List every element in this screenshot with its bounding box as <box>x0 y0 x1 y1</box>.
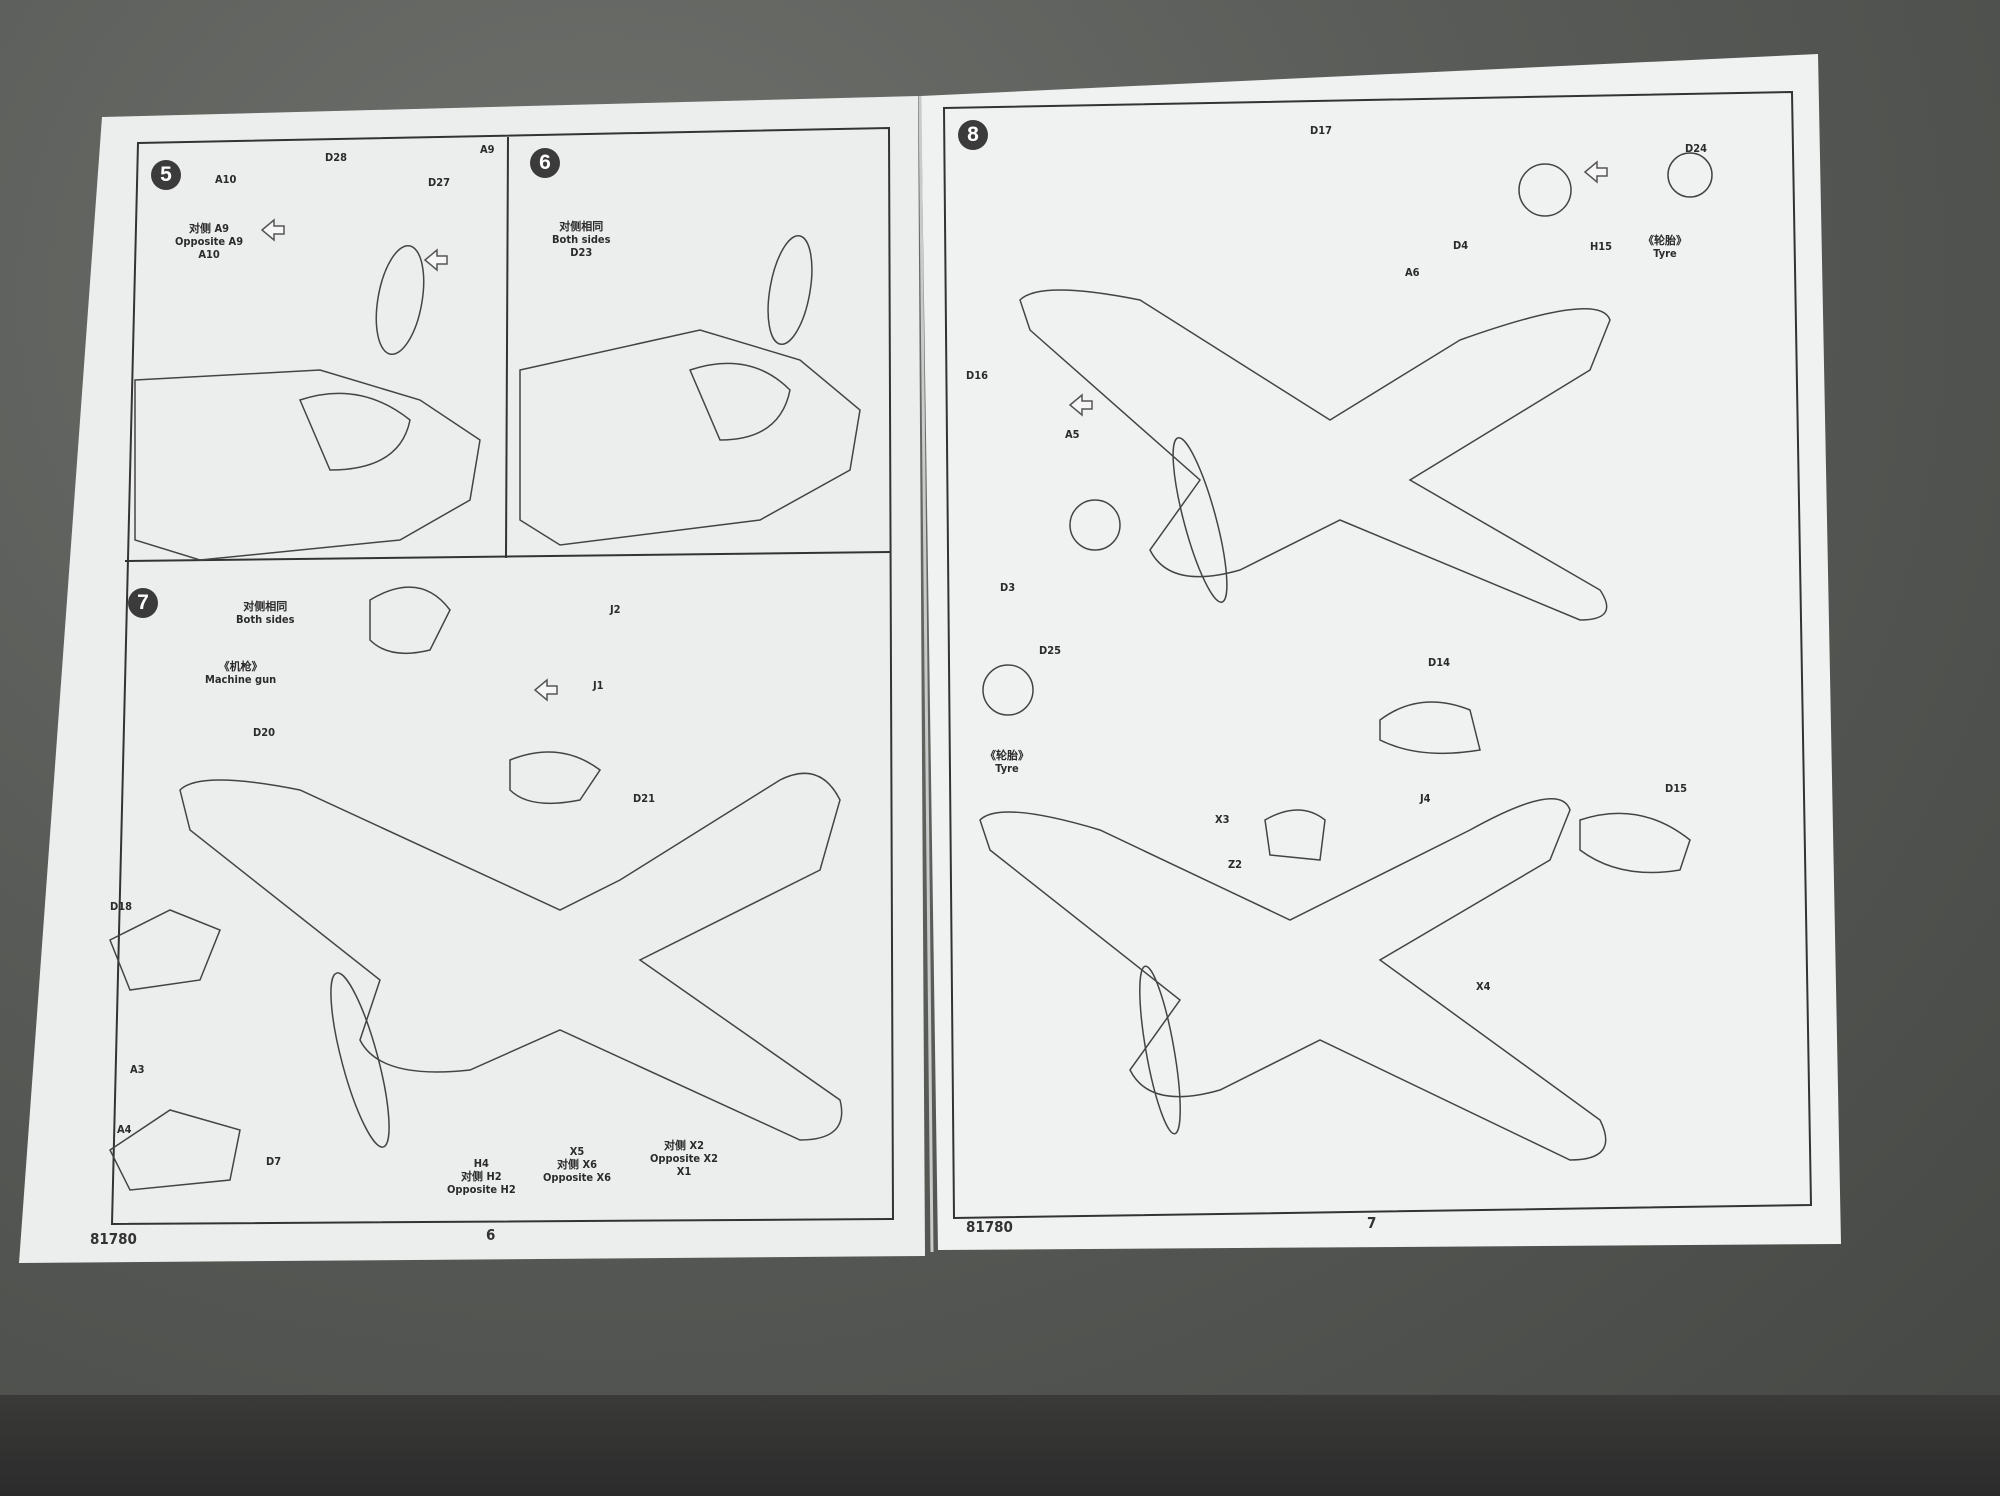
left-page <box>19 96 925 1263</box>
step5-propeller <box>375 244 425 356</box>
workbench-edge <box>0 1395 2000 1496</box>
part-label: D16 <box>966 369 988 382</box>
tailplane-d14 <box>1379 701 1481 755</box>
canopy-x3 <box>1264 809 1326 861</box>
machine-gun-label: 《机枪》Machine gun <box>205 660 277 686</box>
step7-d18-part <box>109 909 221 991</box>
step-6-badge: 6 <box>530 148 560 178</box>
step8-aircraft-lower <box>979 798 1607 1161</box>
right-page <box>921 54 1841 1250</box>
kit-number: 81780 <box>966 1218 1013 1236</box>
step7-aircraft <box>179 772 843 1141</box>
step8-propeller-upper <box>1172 437 1228 603</box>
step7-propeller <box>330 972 390 1148</box>
part-label: D21 <box>633 792 655 805</box>
tyre-label: 《轮胎》Tyre <box>985 749 1029 775</box>
part-label: Z2 <box>1228 858 1243 871</box>
main-wheel <box>1518 163 1572 217</box>
tailplane-d15 <box>1579 812 1691 874</box>
assembly-arrows <box>260 160 1608 702</box>
part-label: A9 <box>480 143 495 156</box>
part-label: H15 <box>1590 240 1613 253</box>
tyre-label: 《轮胎》Tyre <box>1643 234 1687 260</box>
page-number: 7 <box>1367 1214 1377 1232</box>
part-label: A10 <box>215 173 237 186</box>
part-label: D7 <box>266 1155 282 1168</box>
arrow-icon <box>260 218 285 242</box>
step8-aircraft-upper <box>1019 289 1611 621</box>
part-label: D4 <box>1453 239 1469 252</box>
step6-aircraft <box>519 329 861 546</box>
step7-radiator-part <box>509 751 602 805</box>
part-label: D20 <box>253 726 275 739</box>
step7-d7-part <box>109 1109 241 1191</box>
arrow-icon <box>1583 160 1608 184</box>
part-label: A4 <box>117 1123 132 1136</box>
arrow-icon <box>1068 393 1093 417</box>
arrow-icon <box>533 678 558 702</box>
page-number: 6 <box>486 1226 496 1244</box>
arrow-icon <box>423 248 448 272</box>
part-label: D18 <box>110 900 132 913</box>
main-wheel-assembled <box>1667 152 1713 198</box>
part-label: D28 <box>325 151 347 164</box>
main-wheel-left <box>1069 499 1121 551</box>
step5-aircraft <box>134 369 481 561</box>
spine <box>918 95 934 1253</box>
step7-cowling-part <box>369 586 451 655</box>
kit-number: 81780 <box>90 1230 137 1248</box>
part-label: D15 <box>1665 782 1687 795</box>
step-8-badge: 8 <box>958 120 988 150</box>
right-frame <box>942 90 1813 1220</box>
part-label: J2 <box>610 603 621 616</box>
part-label: D27 <box>428 176 450 189</box>
aircraft-drawings <box>109 152 1713 1191</box>
step8-propeller-lower <box>1139 965 1181 1135</box>
step-5-badge: 5 <box>151 160 181 190</box>
step-divider-h <box>124 551 892 562</box>
left-frame <box>110 126 895 1226</box>
step-7-badge: 7 <box>128 588 158 618</box>
part-label: X4 <box>1476 980 1491 993</box>
step-divider-v <box>505 136 509 559</box>
part-label: X3 <box>1215 813 1230 826</box>
part-label: J4 <box>1420 792 1431 805</box>
part-label: D17 <box>1310 124 1332 137</box>
part-label: D3 <box>1000 581 1016 594</box>
part-label: A5 <box>1065 428 1080 441</box>
main-wheel-lower <box>982 664 1034 716</box>
part-label: A3 <box>130 1063 145 1076</box>
part-label: D25 <box>1039 644 1061 657</box>
part-label: A6 <box>1405 266 1420 279</box>
part-label: J1 <box>593 679 604 692</box>
step6-propeller <box>767 234 813 346</box>
part-label: D14 <box>1428 656 1450 669</box>
part-label: D24 <box>1685 142 1707 155</box>
